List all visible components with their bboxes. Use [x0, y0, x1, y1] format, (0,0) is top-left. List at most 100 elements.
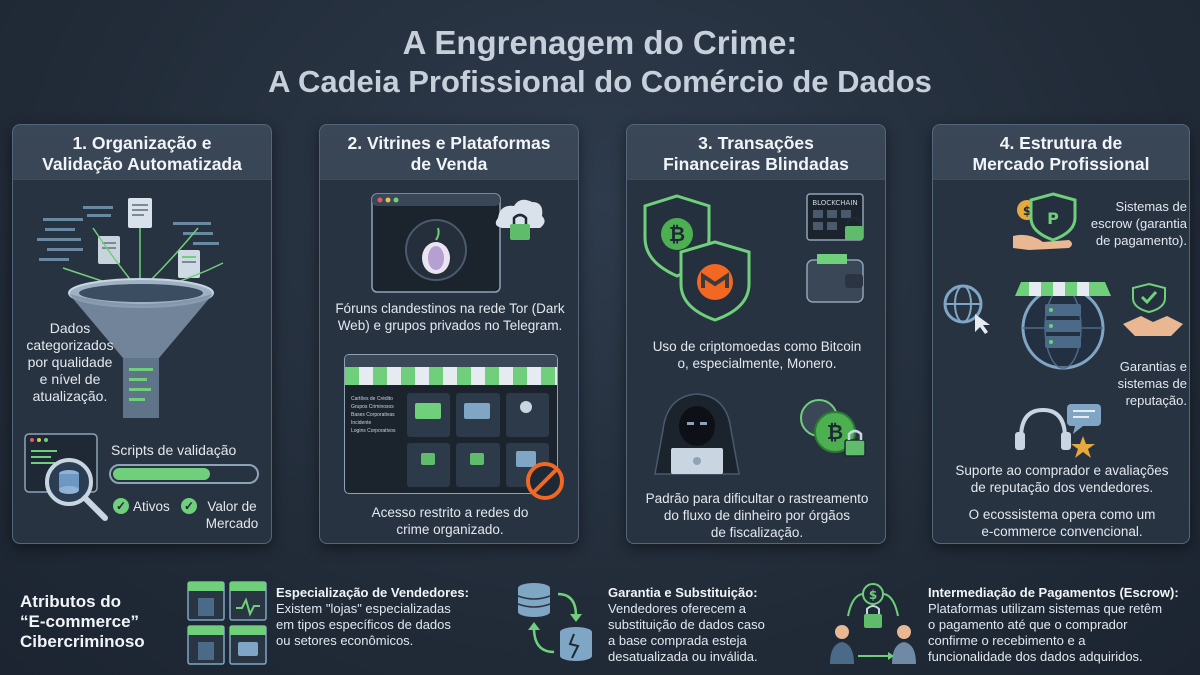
caption-line: Fóruns clandestinos na rede Tor (Dark	[335, 301, 565, 316]
card-title-line: de Venda	[410, 154, 488, 174]
menu-item[interactable]: Grupos Criminosos	[351, 404, 394, 410]
card-title-line: Validação Automatizada	[42, 154, 242, 174]
check-icon: ✓	[181, 498, 197, 514]
menu-item[interactable]: Bases Corporativas	[351, 412, 395, 418]
guarantees-caption: Garantias e sistemas de reputação.	[1099, 358, 1187, 409]
check-icon: ✓	[113, 498, 129, 514]
crypto-caption: Uso de criptomoedas como Bitcoin o, espe…	[633, 338, 881, 372]
caption-line: e-commerce convencional.	[981, 524, 1143, 539]
card-title-line: 2. Vitrines e Plataformas	[347, 133, 551, 153]
card-professional-market: 4. Estrutura de Mercado Profissional $ P…	[932, 124, 1190, 544]
card-body: ₿ BLOCKCHAIN Uso de criptomoedas como Bi…	[627, 179, 885, 543]
card-body: Fóruns clandestinos na rede Tor (Dark We…	[320, 179, 578, 543]
support-headset-icon	[1015, 404, 1101, 458]
escrow-intermediation-icon: $	[830, 583, 916, 664]
card-body: Dados categorizados por qualidade e níve…	[13, 179, 271, 543]
user-icon	[519, 401, 532, 413]
caption-line: por qualidade	[27, 354, 113, 370]
caption-line: de pagamento).	[1095, 233, 1187, 248]
credit-card-icon	[415, 403, 441, 419]
market-menu: Cartões de Crédito Grupos Criminosos Bas…	[351, 395, 403, 435]
blockchain-label: BLOCKCHAIN	[812, 199, 857, 207]
card-title: 1. Organização e Validação Automatizada	[13, 125, 271, 179]
attr-line: em tipos específicos de dados	[276, 617, 451, 632]
id-card-icon	[464, 403, 491, 419]
menu-item[interactable]: Incidente	[351, 420, 372, 426]
card-title-line: Financeiras Blindadas	[663, 154, 849, 174]
validation-progress-bar	[109, 464, 259, 484]
title-line: Atributos do	[20, 592, 122, 611]
caption-line: sistemas de	[1117, 376, 1187, 391]
caption-line: Sistemas de	[1115, 199, 1187, 214]
product-card[interactable]	[456, 393, 500, 437]
caption-line: reputação.	[1125, 393, 1187, 408]
caption-line: escrow (garantia	[1090, 216, 1187, 231]
check-label-active: Ativos	[133, 499, 170, 514]
attr-heading: Especialização de Vendedores:	[276, 585, 469, 600]
card-automated-validation: 1. Organização e Validação Automatizada	[12, 124, 272, 544]
hooded-hacker-icon	[654, 393, 740, 475]
attr-line: o pagamento até que o comprador	[928, 617, 1128, 632]
card-title-line: 3. Transações	[698, 133, 814, 153]
svg-text:₿: ₿	[827, 420, 843, 444]
blockchain-wallet-icon: BLOCKCHAIN	[806, 193, 864, 303]
caption-line: Suporte ao comprador e avaliações	[955, 463, 1169, 478]
caption-line: categorizados	[26, 337, 114, 353]
caption-line: Padrão para dificultar o rastreamento	[645, 491, 869, 506]
svg-text:₿: ₿	[669, 222, 685, 246]
attr-heading: Garantia e Substituição:	[608, 585, 758, 600]
attr-line: confirme o recebimento e a	[928, 633, 1086, 648]
specialized-stores-icon	[187, 581, 267, 665]
data-funnel-icon	[37, 198, 224, 418]
attr-line: Existem "lojas" especializadas	[276, 601, 451, 616]
product-card[interactable]	[456, 443, 500, 487]
card-title-line: 4. Estrutura de	[999, 133, 1123, 153]
product-card[interactable]	[407, 393, 451, 437]
caption-line: Garantias e	[1119, 359, 1187, 374]
card-body: $ P Sistemas de escrow (garantia de paga…	[933, 179, 1189, 543]
caption-line: Dados	[49, 320, 91, 336]
product-card[interactable]	[505, 393, 549, 437]
attr-text: Existem "lojas" especializadas em tipos …	[276, 601, 451, 649]
attr-line: substituição de dados caso	[608, 617, 765, 632]
menu-item[interactable]: Cartões de Crédito	[351, 396, 393, 402]
attr-line: desatualizada ou inválida.	[608, 649, 758, 664]
restricted-access-caption: Acesso restrito a redes do crime organiz…	[326, 504, 574, 538]
title-line: Cibercriminoso	[20, 632, 145, 651]
progress-fill	[113, 468, 210, 480]
storefront-awning	[345, 367, 557, 385]
title-line: “E-commerce”	[20, 612, 140, 631]
attr-text: Vendedores oferecem a substituição de da…	[608, 601, 765, 665]
database-icon	[515, 451, 536, 467]
attr-line: funcionalidade dos dados adquiridos.	[928, 649, 1143, 664]
attr-text: Plataformas utilizam sistemas que retêm …	[928, 601, 1162, 665]
caption-line: atualização.	[32, 388, 108, 404]
svg-text:$: $	[869, 588, 877, 602]
caption-line: o, especialmente, Monero.	[677, 356, 837, 371]
database-magnifier-icon	[24, 433, 108, 521]
escrow-caption: Sistemas de escrow (garantia de pagament…	[1083, 198, 1187, 249]
support-caption: Suporte ao comprador e avaliações de rep…	[939, 462, 1185, 496]
card-title: 4. Estrutura de Mercado Profissional	[933, 125, 1189, 179]
attr-line: ou setores econômicos.	[276, 633, 414, 648]
card-financial-transactions: 3. Transações Financeiras Blindadas ₿ BL…	[626, 124, 886, 544]
attributes-title: Atributos do “E-commerce” Cibercriminoso	[20, 592, 145, 652]
crypto-shields-icon: ₿	[643, 194, 751, 322]
prohibited-icon	[526, 462, 564, 500]
lock-icon	[470, 453, 485, 465]
marketplace-server-globe-icon	[1015, 282, 1111, 370]
escrow-hand-icon: $ P	[1013, 192, 1077, 250]
attr-heading: Intermediação de Pagamentos (Escrow):	[928, 585, 1179, 600]
caption-line: do fluxo de dinheiro por órgãos	[663, 508, 851, 523]
card-title: 3. Transações Financeiras Blindadas	[627, 125, 885, 179]
caption-line: Uso de criptomoedas como Bitcoin	[652, 339, 862, 354]
product-card[interactable]	[407, 443, 451, 487]
ecosystem-caption: O ecossistema opera como um e-commerce c…	[939, 506, 1185, 540]
marketplace-window: Cartões de Crédito Grupos Criminosos Bas…	[344, 354, 558, 494]
attr-line: Plataformas utilizam sistemas que retêm	[928, 601, 1163, 616]
menu-item[interactable]: Logins Corporativos	[351, 428, 396, 434]
handshake-shield-icon	[1123, 282, 1183, 336]
page-subtitle: A Cadeia Profissional do Comércio de Dad…	[268, 64, 932, 99]
tor-onion-browser-icon	[371, 193, 545, 293]
database-replacement-icon	[517, 583, 592, 661]
